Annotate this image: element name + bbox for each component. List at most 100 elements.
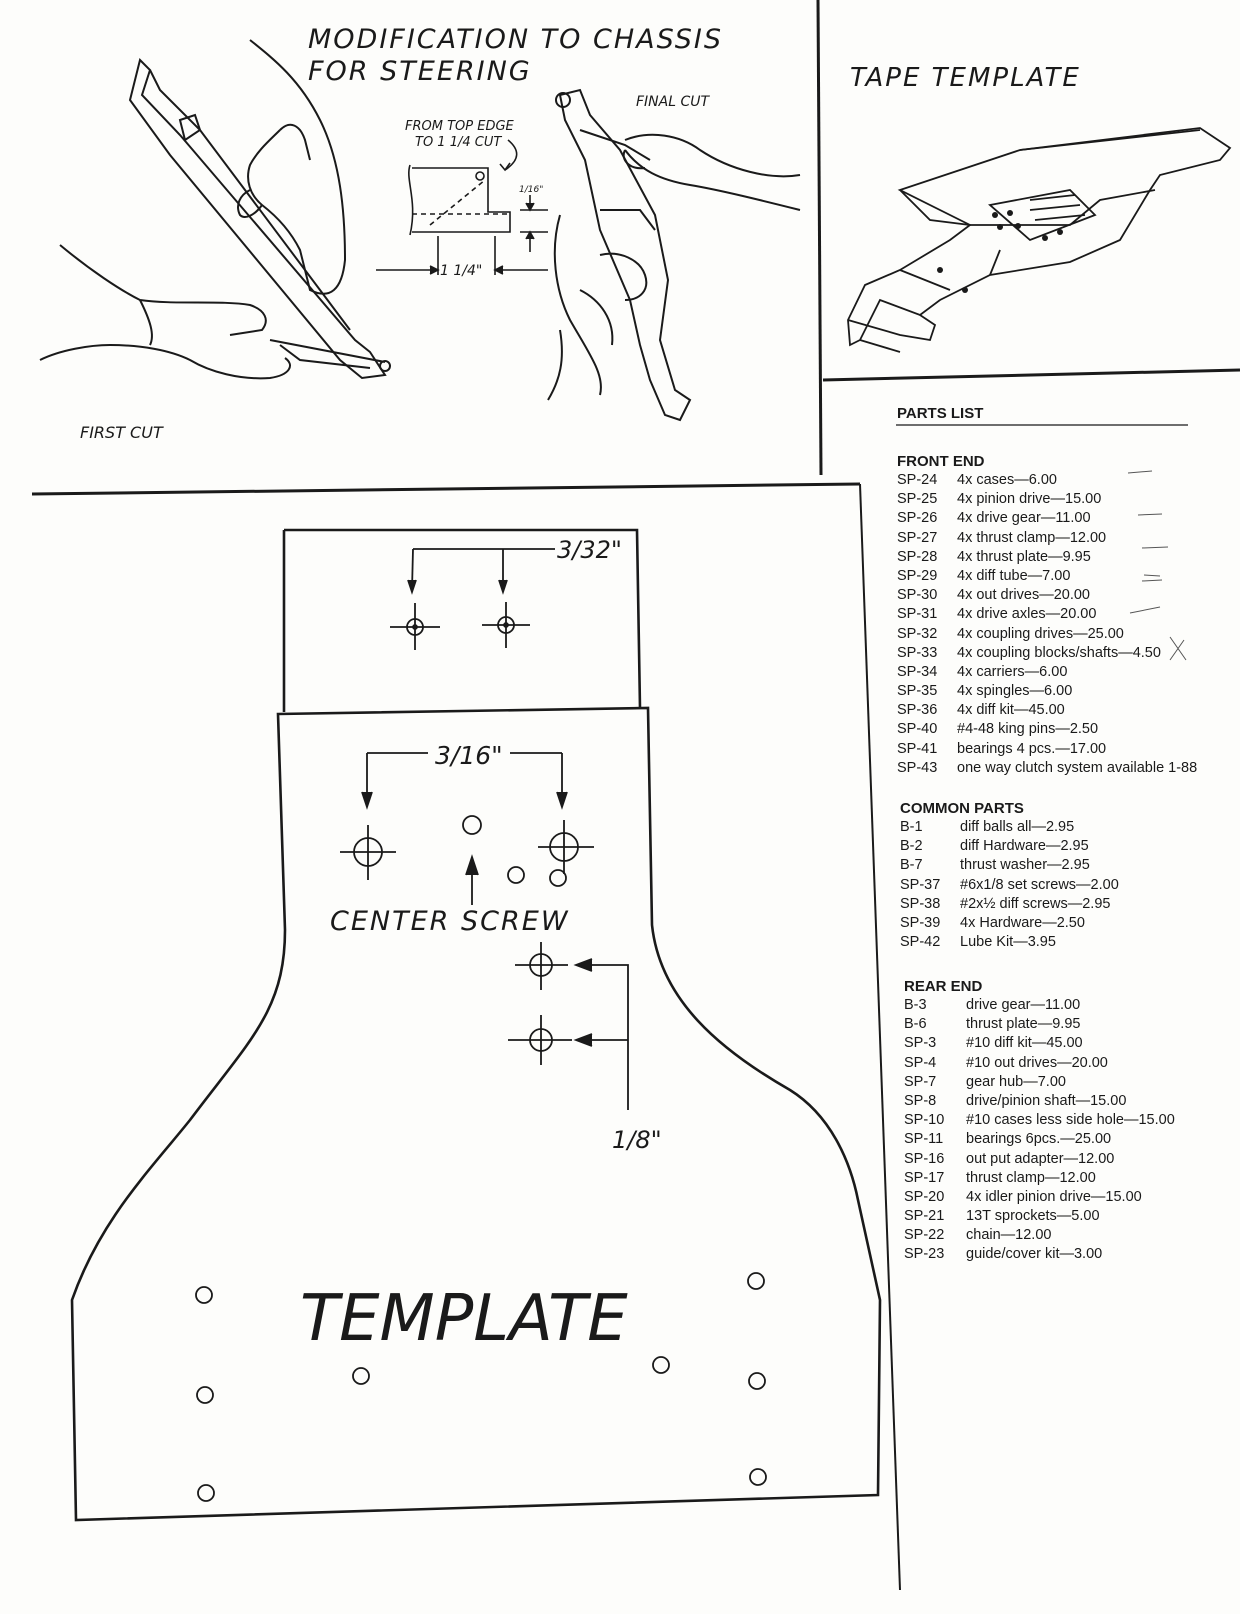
template-holes <box>195 1272 767 1502</box>
part-description: 13T sprockets—5.00 <box>966 1208 1100 1225</box>
part-row: SP-36 4x diff kit—45.00 <box>897 701 1197 720</box>
part-code: SP-17 <box>904 1169 945 1186</box>
part-description: 4x out drives—20.00 <box>957 587 1090 604</box>
part-code: SP-37 <box>900 876 941 893</box>
part-code: SP-25 <box>897 491 938 508</box>
part-code: SP-42 <box>900 934 941 951</box>
part-code: SP-26 <box>897 510 938 527</box>
part-row: SP-37 #6x1/8 set screws—2.00 <box>900 876 1119 895</box>
part-row: SP-11 bearings 6pcs.—25.00 <box>904 1130 1175 1149</box>
part-code: SP-7 <box>904 1073 937 1090</box>
final-cut-label: FINAL CUT <box>636 94 711 110</box>
part-row: SP-10#10 cases less side hole—15.00 <box>904 1111 1175 1130</box>
part-description: #6x1/8 set screws—2.00 <box>960 876 1119 893</box>
part-description: diff Hardware—2.95 <box>960 838 1089 855</box>
part-description: bearings 6pcs.—25.00 <box>966 1131 1112 1148</box>
part-row: SP-23 guide/cover kit—3.00 <box>904 1245 1175 1264</box>
part-row: B-2 diff Hardware—2.95 <box>900 837 1119 856</box>
part-description: 4x diff tube—7.00 <box>957 567 1071 584</box>
part-description: drive gear—11.00 <box>966 997 1081 1013</box>
illustration-title-line2: FOR STEERING <box>308 56 532 87</box>
part-description: 4x cases—6.00 <box>957 472 1057 488</box>
part-description: #10 out drives—20.00 <box>966 1054 1108 1071</box>
panel-borders <box>31 0 1240 1591</box>
dimension-3-32-label: 3/32" <box>557 536 622 564</box>
template-title: TEMPLATE <box>300 1282 628 1356</box>
cut-note-line2: TO 1 1/4 CUT <box>415 135 502 150</box>
cut-small-dimension-label: 1/16" <box>519 185 543 195</box>
part-description: #2x½ diff screws—2.95 <box>960 895 1111 912</box>
first-cut-label: FIRST CUT <box>80 423 164 442</box>
part-row: SP-27 4x thrust clamp—12.00 <box>897 529 1197 548</box>
part-code: SP-16 <box>904 1150 945 1167</box>
part-description: one way clutch system available 1-88 <box>957 759 1198 776</box>
rear-end-heading: REAR END <box>904 978 983 995</box>
part-code: B-1 <box>900 819 923 835</box>
part-code: SP-31 <box>897 606 938 623</box>
part-code: SP-22 <box>904 1227 945 1244</box>
part-row: SP-42 Lube Kit—3.95 <box>900 933 1119 952</box>
part-code: SP-41 <box>897 740 938 757</box>
part-description: guide/cover kit—3.00 <box>966 1246 1103 1263</box>
part-code: SP-40 <box>897 721 938 738</box>
part-code: B-6 <box>904 1016 927 1033</box>
part-code: SP-11 <box>904 1131 944 1148</box>
part-description: 4x pinion drive—15.00 <box>957 491 1102 508</box>
part-row: B-7 thrust washer—2.95 <box>900 856 1119 875</box>
part-description: Lube Kit—3.95 <box>960 934 1056 951</box>
dimension-1-8-label: 1/8" <box>612 1126 662 1154</box>
part-code: SP-34 <box>897 663 938 680</box>
cut-note-line1: FROM TOP EDGE <box>405 119 515 134</box>
part-row: SP-38 #2x½ diff screws—2.95 <box>900 895 1119 914</box>
front-end-heading: FRONT END <box>897 453 985 470</box>
chassis-modification-illustration: MODIFICATION TO CHASSIS FOR STEERING FIR… <box>39 24 801 442</box>
part-code: SP-36 <box>897 702 938 719</box>
parts-list-title: PARTS LIST <box>897 405 984 422</box>
part-code: SP-8 <box>904 1092 937 1109</box>
part-description: chain—12.00 <box>966 1227 1052 1244</box>
part-row: SP-25 4x pinion drive—15.00 <box>897 490 1197 509</box>
part-description: gear hub—7.00 <box>966 1073 1066 1090</box>
part-code: B-2 <box>900 838 923 855</box>
part-code: SP-43 <box>897 759 938 776</box>
part-code: B-7 <box>900 857 923 874</box>
illustration-title-line1: MODIFICATION TO CHASSIS <box>308 24 723 55</box>
part-code: SP-27 <box>897 529 938 546</box>
part-description: thrust washer—2.95 <box>960 857 1090 874</box>
part-description: bearings 4 pcs.—17.00 <box>957 740 1107 757</box>
part-description: 4x thrust clamp—12.00 <box>957 529 1107 546</box>
part-description: #10 diff kit—45.00 <box>966 1035 1083 1052</box>
part-description: out put adapter—12.00 <box>966 1150 1115 1167</box>
part-description: 4x thrust plate—9.95 <box>957 548 1091 565</box>
tape-template-illustration: TAPE TEMPLATE <box>847 63 1232 353</box>
part-description: 4x carriers—6.00 <box>957 663 1068 680</box>
part-row: SP-40#4-48 king pins—2.50 <box>897 720 1197 739</box>
part-description: 4x spingles—6.00 <box>957 683 1073 700</box>
cut-dimension-diagram <box>376 139 548 275</box>
part-code: SP-23 <box>904 1246 945 1263</box>
part-description: 4x diff kit—45.00 <box>957 702 1065 719</box>
part-description: 4x coupling blocks/shafts—4.50 <box>957 644 1161 661</box>
template-drawing: 3/32" 3/16" CENTER SCREW 1/8" TEMPLATE <box>70 528 882 1522</box>
part-code: SP-38 <box>900 895 941 912</box>
part-row: SP-43 one way clutch system available 1-8… <box>897 759 1197 778</box>
pencil-check-marks <box>1127 470 1187 661</box>
part-code: SP-39 <box>900 914 941 931</box>
